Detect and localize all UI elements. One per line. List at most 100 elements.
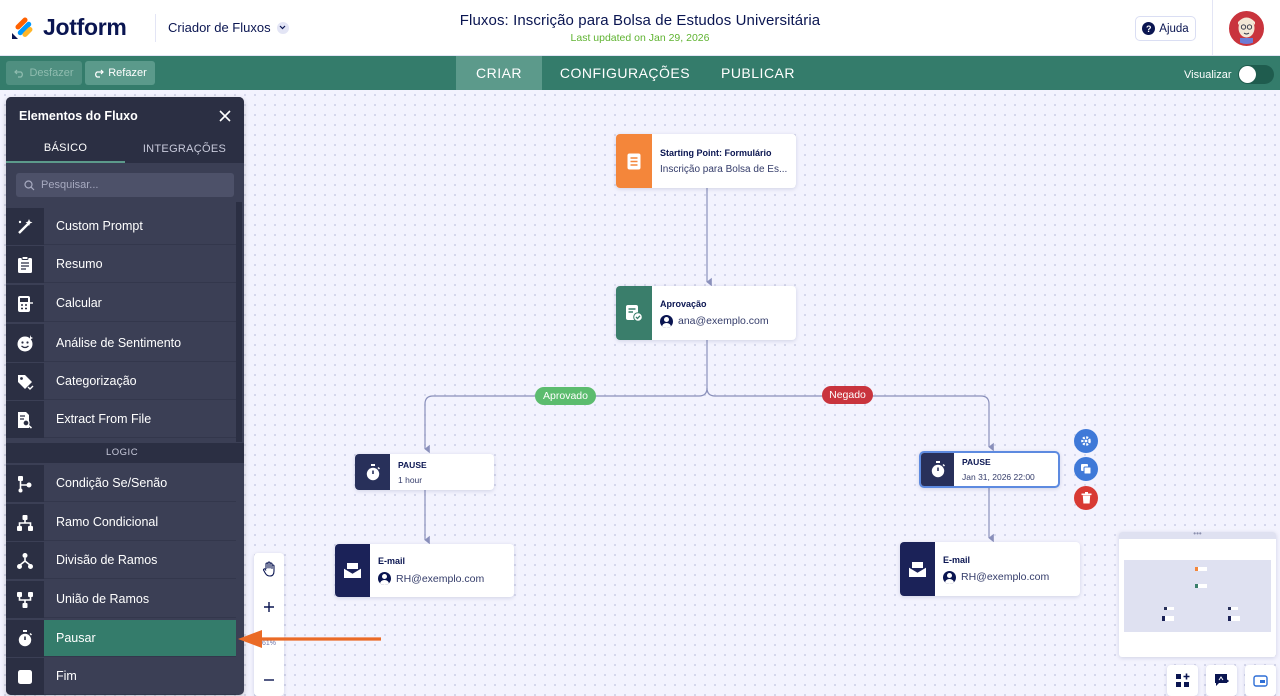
top-header: Jotform Criador de Fluxos Fluxos: Inscri…	[0, 0, 1280, 56]
element-categorizacao[interactable]: Categorização	[6, 363, 236, 400]
apps-button[interactable]	[1167, 665, 1198, 696]
zoom-out-button[interactable]	[254, 665, 284, 695]
tab-configuracoes[interactable]: CONFIGURAÇÕES	[559, 65, 691, 81]
flow-minimap[interactable]: •••	[1119, 532, 1276, 657]
redo-button[interactable]: Refazer	[85, 61, 155, 85]
ai-assistant-button[interactable]	[1206, 665, 1237, 696]
duplicate-icon	[1081, 464, 1092, 475]
branch-denied-badge[interactable]: Negado	[822, 386, 873, 404]
element-divisao-ramos[interactable]: Divisão de Ramos	[6, 542, 236, 579]
section-logic-label: LOGIC	[106, 447, 139, 458]
tab-publicar[interactable]: PUBLICAR	[720, 65, 796, 81]
avatar-illustration	[1231, 13, 1262, 44]
user-avatar[interactable]	[1229, 11, 1264, 46]
approval-node[interactable]: Aprovação ana@exemplo.com	[616, 286, 796, 340]
hand-icon	[262, 561, 275, 577]
email-icon	[900, 542, 935, 596]
merge-branch-icon	[6, 581, 44, 618]
element-uniao-ramos[interactable]: União de Ramos	[6, 581, 236, 618]
pause-node-right[interactable]: PAUSE Jan 31, 2026 22:00	[919, 451, 1060, 488]
element-analise-sentimento[interactable]: Análise de Sentimento	[6, 324, 236, 362]
stopwatch-icon	[921, 453, 954, 486]
panel-scrollbar[interactable]	[236, 202, 242, 442]
jotform-logo-icon	[12, 16, 33, 39]
chevron-down-icon	[276, 21, 289, 34]
help-button[interactable]: ? Ajuda	[1135, 16, 1196, 41]
element-calcular[interactable]: Calcular	[6, 285, 236, 322]
file-search-icon	[6, 401, 44, 438]
help-label: Ajuda	[1159, 22, 1189, 35]
element-resumo[interactable]: Resumo	[6, 246, 236, 283]
email-node-left[interactable]: E-mail RH@exemplo.com	[335, 544, 514, 597]
if-else-icon	[6, 465, 44, 502]
builder-selector-label: Criador de Fluxos	[168, 20, 271, 35]
email-right-title: E-mail	[943, 554, 971, 565]
pause-left-body: PAUSE 1 hour	[390, 454, 427, 490]
element-condicao-se-senao[interactable]: Condição Se/Senão	[6, 465, 236, 502]
element-label: Divisão de Ramos	[44, 542, 236, 579]
search-input[interactable]	[41, 179, 221, 191]
node-delete-button[interactable]	[1074, 486, 1098, 510]
element-extract-from-file[interactable]: Extract From File	[6, 401, 236, 438]
toggle-knob	[1238, 66, 1256, 83]
start-node-title: Starting Point: Formulário	[660, 147, 772, 158]
node-settings-button[interactable]	[1074, 429, 1098, 453]
header-divider	[155, 14, 156, 42]
approval-node-title: Aprovação	[660, 298, 707, 309]
approval-node-body: Aprovação ana@exemplo.com	[652, 286, 769, 340]
element-custom-prompt[interactable]: Custom Prompt	[6, 208, 236, 245]
builder-selector[interactable]: Criador de Fluxos	[168, 20, 289, 35]
start-form-node[interactable]: Starting Point: Formulário Inscrição par…	[616, 134, 796, 188]
redo-label: Refazer	[108, 67, 147, 79]
element-ramo-condicional[interactable]: Ramo Condicional	[6, 504, 236, 541]
card-view-button[interactable]	[1245, 665, 1276, 696]
stopwatch-icon	[355, 454, 390, 490]
close-icon[interactable]	[218, 109, 232, 123]
undo-label: Desfazer	[29, 67, 74, 79]
node-duplicate-button[interactable]	[1074, 457, 1098, 481]
magic-wand-icon	[6, 208, 44, 245]
zoom-in-button[interactable]	[254, 592, 284, 622]
element-label: Categorização	[44, 363, 236, 400]
summary-icon	[6, 246, 44, 283]
email-node-right[interactable]: E-mail RH@exemplo.com	[900, 542, 1080, 596]
jotform-logo[interactable]: Jotform	[10, 14, 127, 41]
element-pausar[interactable]: Pausar	[6, 620, 236, 657]
email-icon	[335, 544, 370, 597]
sentiment-icon	[6, 324, 44, 362]
user-icon	[943, 570, 956, 584]
zoom-level: 61%	[261, 640, 276, 647]
undo-button[interactable]: Desfazer	[6, 61, 82, 85]
tab-integracoes[interactable]: INTEGRAÇÕES	[142, 143, 227, 155]
tab-basico[interactable]: BÁSICO	[6, 135, 125, 163]
element-label: Pausar	[44, 620, 236, 657]
panel-tabs: BÁSICO INTEGRAÇÕES	[6, 135, 244, 163]
user-icon	[660, 314, 673, 328]
form-icon	[616, 134, 652, 188]
chat-ai-icon	[1214, 674, 1229, 686]
pause-right-body: PAUSE Jan 31, 2026 22:00	[954, 453, 1035, 486]
pause-node-left[interactable]: PAUSE 1 hour	[355, 454, 494, 490]
email-left-address: RH@exemplo.com	[396, 572, 485, 585]
pause-left-title: PAUSE	[398, 459, 427, 470]
preview-label: Visualizar	[1184, 68, 1232, 81]
tag-icon	[6, 363, 44, 400]
user-icon	[378, 572, 391, 585]
calculator-icon	[6, 285, 44, 322]
minimap-nodes	[1162, 567, 1240, 621]
element-label: Calcular	[44, 285, 236, 322]
element-label: Extract From File	[44, 401, 236, 438]
minimap-drag-handle[interactable]: •••	[1119, 532, 1276, 539]
tab-criar[interactable]: CRIAR	[456, 56, 542, 90]
element-label: Condição Se/Senão	[44, 465, 236, 502]
element-fim[interactable]: Fim	[6, 658, 236, 695]
email-right-address: RH@exemplo.com	[961, 571, 1050, 583]
trash-icon	[1081, 492, 1091, 504]
split-branch-icon	[6, 542, 44, 579]
branch-approved-badge[interactable]: Aprovado	[535, 387, 596, 405]
preview-toggle[interactable]	[1237, 65, 1274, 84]
pan-hand-button[interactable]	[254, 554, 284, 584]
email-left-body: E-mail RH@exemplo.com	[370, 544, 484, 597]
start-node-subtitle: Inscrição para Bolsa de Es...	[660, 163, 788, 175]
preview-control: Visualizar	[1184, 65, 1274, 84]
